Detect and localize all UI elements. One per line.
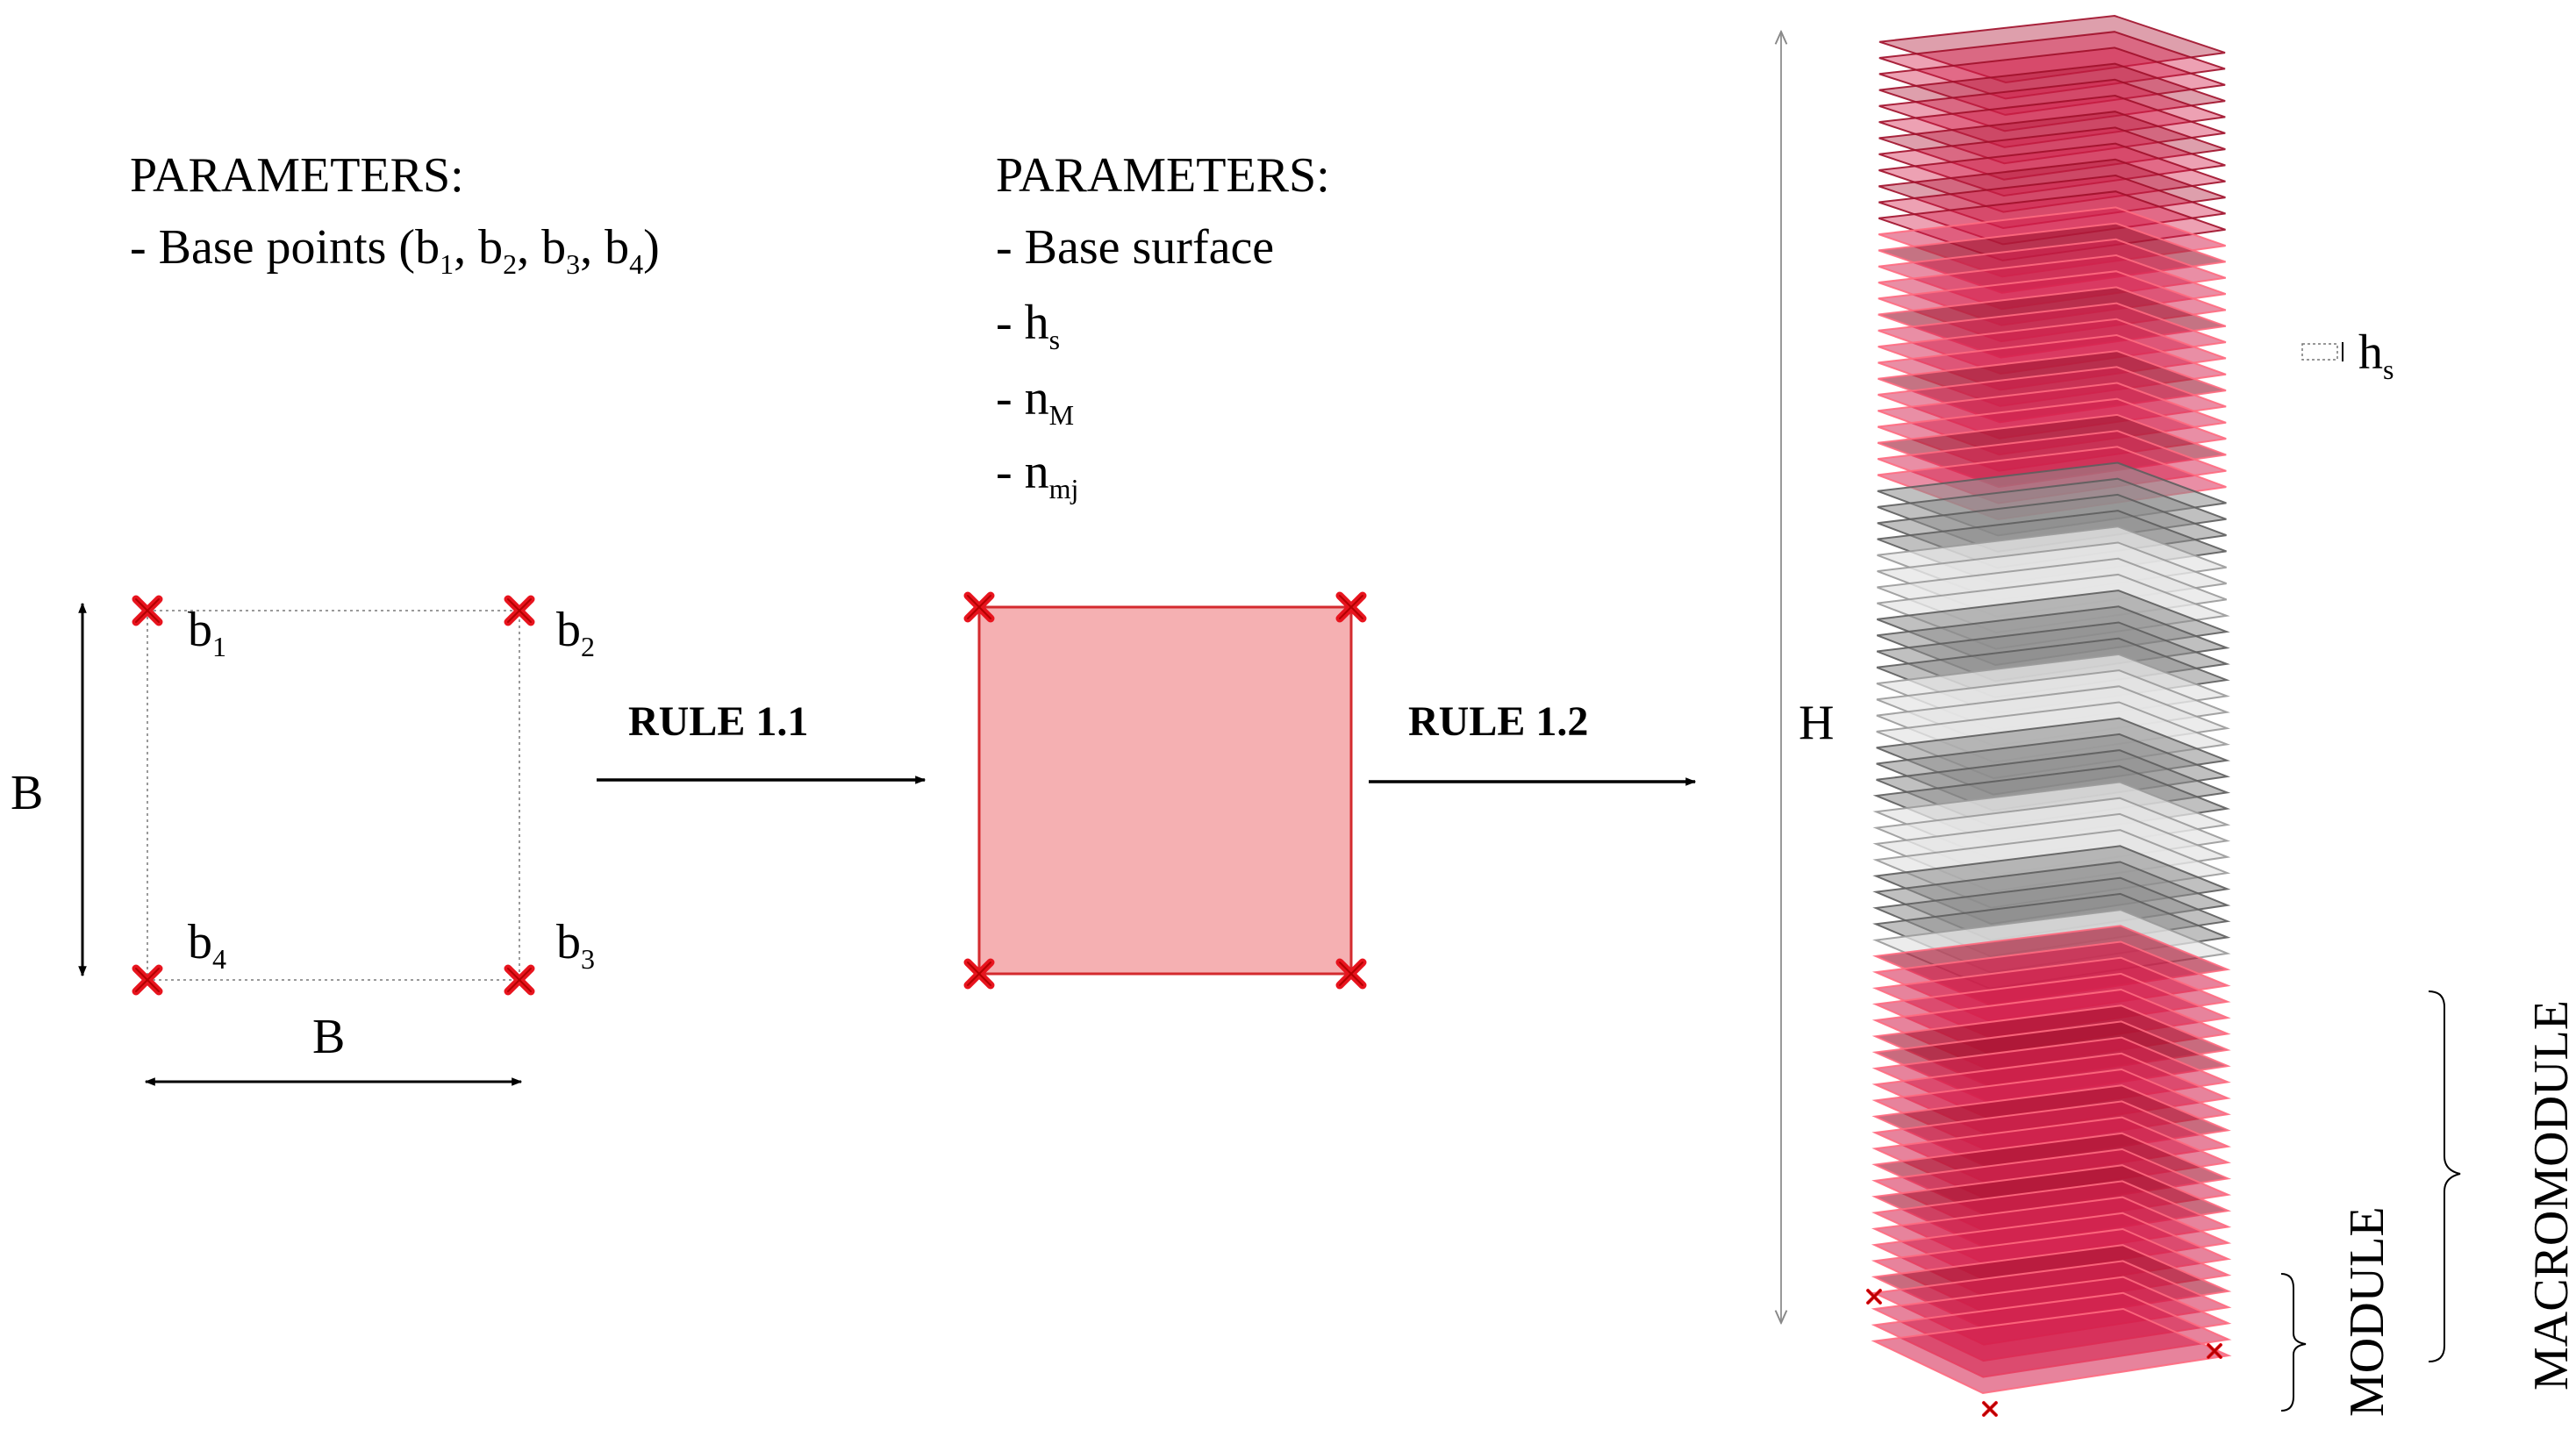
floor-spacing-indicator: hs (2301, 325, 2394, 385)
panel2-param-hs: - hs (996, 296, 1060, 355)
corner-label-b4: b4 (188, 915, 226, 975)
base-point-marker-1 (132, 595, 163, 626)
base-surface-corner-markers (963, 591, 1367, 990)
surface-corner-marker-3 (1335, 958, 1367, 990)
corner-label-b1: b1 (188, 603, 226, 662)
floor-slab (1871, 1307, 2232, 1395)
floor-slab (1878, 94, 2226, 165)
tower-slabs (1871, 14, 2232, 1395)
panel1-params-title: PARAMETERS: (130, 148, 464, 203)
corner-label-b3: b3 (556, 915, 595, 975)
module-label: MODULE (2340, 1206, 2394, 1417)
height-label: H (1799, 696, 1834, 750)
corner-label-b2: b2 (556, 603, 595, 662)
rule-1-2-arrow: RULE 1.2 (1369, 698, 1697, 786)
macromodule-brace (2428, 990, 2461, 1362)
tower-base-marker-3 (1982, 1401, 1998, 1417)
panel2-param-nM: - nM (996, 371, 1074, 431)
tower-base-marker-2 (2207, 1343, 2222, 1359)
floor-slab (1878, 62, 2226, 132)
dimension-label-vertical: B (11, 766, 43, 820)
floor-slab (1878, 111, 2226, 181)
panel-base-points: PARAMETERS: - Base points (b1, b2, b3, b… (11, 148, 660, 1086)
floor-slab (1878, 142, 2226, 213)
surface-corner-marker-2 (1335, 591, 1367, 623)
module-brace (2280, 1273, 2307, 1412)
rule-1-1-label: RULE 1.1 (628, 698, 808, 745)
rule-1-2-label: RULE 1.2 (1408, 698, 1588, 745)
rule-1-1-arrow: RULE 1.1 (597, 698, 927, 784)
macromodule-label: MACROMODULE (2524, 1000, 2576, 1391)
floor-slab (1878, 14, 2226, 84)
floor-slab (1878, 31, 2226, 100)
panel-base-surface: PARAMETERS: - Base surface - hs - nM - n… (963, 148, 1367, 990)
base-surface (977, 605, 1353, 976)
tower-base-marker-1 (1866, 1289, 1882, 1305)
panel2-param-nmj: - nmj (996, 445, 1078, 504)
base-point-marker-3 (504, 964, 535, 996)
base-point-markers (132, 595, 535, 996)
panel2-params-title: PARAMETERS: (996, 148, 1330, 203)
base-square-outline (147, 610, 520, 981)
floor-slab (1878, 78, 2226, 148)
panel1-params-line: - Base points (b1, b2, b3, b4) (130, 220, 660, 280)
dimension-label-horizontal: B (312, 1010, 345, 1064)
base-point-marker-4 (132, 964, 163, 996)
tower-base-markers (1866, 1289, 2222, 1417)
panel2-param-base-surface: - Base surface (996, 220, 1274, 275)
floor-slab (1878, 46, 2226, 116)
floor-slab (1878, 126, 2226, 197)
surface-corner-marker-1 (963, 591, 995, 623)
floor-spacing-bracket (2301, 343, 2338, 361)
base-point-marker-2 (504, 595, 535, 626)
floor-spacing-label: hs (2358, 325, 2394, 385)
tower: H hs MODULE MACROMODULE (1781, 14, 2576, 1417)
surface-corner-marker-4 (963, 958, 995, 990)
